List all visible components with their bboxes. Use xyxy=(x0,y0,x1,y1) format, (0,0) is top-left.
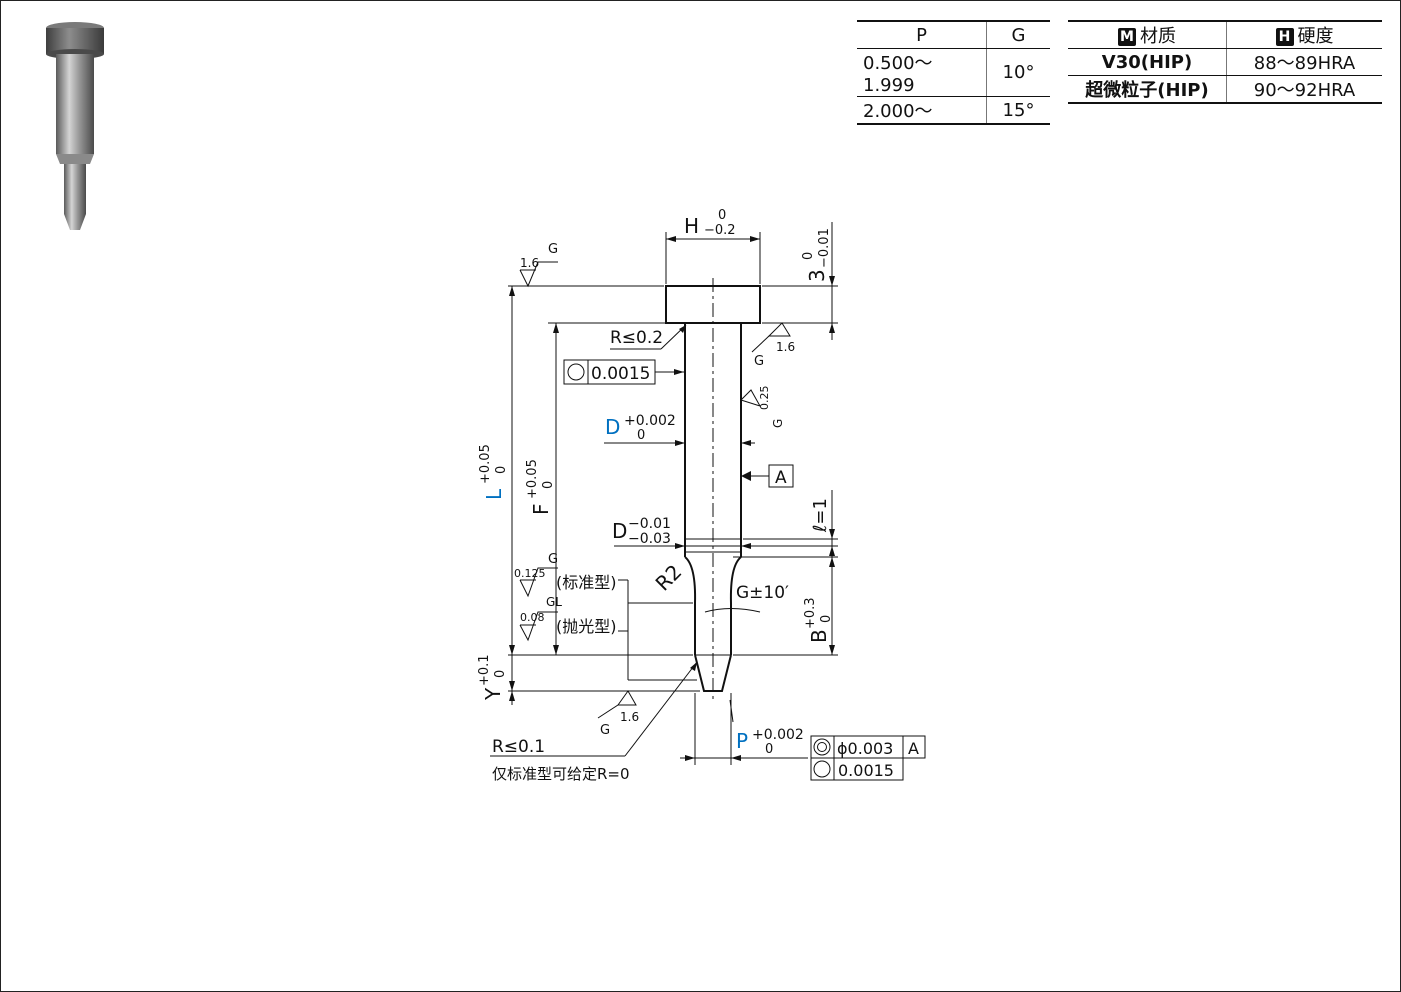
table-row: 0.500～1.999 10° xyxy=(857,48,1050,97)
tip-radius-label: R≤0.1 xyxy=(492,737,545,757)
dim-l-up: +0.05 xyxy=(478,444,493,484)
table-row: 2.000～ 15° xyxy=(857,96,1050,125)
dim-h-low: −0.2 xyxy=(704,223,736,238)
concentricity-datum: A xyxy=(908,739,919,758)
table-row: V30(HIP) 88～89HRA xyxy=(1068,48,1382,76)
finish-top: 1.6 xyxy=(520,256,539,270)
pg-header-g: G xyxy=(986,20,1050,49)
dim-b-low: 0 xyxy=(819,615,834,623)
radius-head-label: R≤0.2 xyxy=(610,328,663,348)
hardness-cell: 90～92HRA xyxy=(1226,75,1382,104)
hardness-header-label: 硬度 xyxy=(1297,26,1334,47)
material-cell: V30(HIP) xyxy=(1068,48,1227,76)
dim-d2: D xyxy=(612,519,627,543)
product-photo xyxy=(46,22,104,230)
finish-shank-g: G xyxy=(771,419,785,428)
dim-y-up: +0.1 xyxy=(477,654,492,686)
angle-g-label: G±10′ xyxy=(736,583,789,603)
r2-label: R2 xyxy=(651,560,687,596)
finish-standard: 0.125 xyxy=(514,567,546,580)
dim-y-low: 0 xyxy=(493,670,508,678)
finish-under-head-g: G xyxy=(754,354,764,369)
standard-type-label: (标准型) xyxy=(556,573,617,592)
material-cell: 超微粒子(HIP) xyxy=(1068,75,1227,104)
finish-under-head: 1.6 xyxy=(776,340,795,354)
pg-cell: 0.500～1.999 xyxy=(857,48,987,97)
dim-p-up: +0.002 xyxy=(752,727,804,743)
dim-b: B xyxy=(807,629,831,643)
dim-d: D xyxy=(605,415,620,439)
pg-cell: 10° xyxy=(986,48,1050,97)
hardness-tag-icon: H xyxy=(1275,28,1294,46)
dim-d2-low: −0.03 xyxy=(628,531,671,547)
dim-f-up: +0.05 xyxy=(525,459,540,499)
finish-top-g: G xyxy=(548,242,558,257)
finish-polished: 0.08 xyxy=(520,611,545,624)
dim-3: 3 xyxy=(805,269,829,282)
dim-d-low: 0 xyxy=(637,428,645,443)
dim-f-low: 0 xyxy=(541,481,556,489)
roundness-value: 0.0015 xyxy=(591,364,650,384)
dim-d2-up: −0.01 xyxy=(628,516,671,532)
dim-d-up: +0.002 xyxy=(624,413,676,429)
material-tag-icon: M xyxy=(1118,28,1136,46)
dim-f: F xyxy=(529,503,553,515)
finish-shank: 0.25 xyxy=(758,386,771,411)
polished-type-label: (抛光型) xyxy=(556,617,617,636)
roundness-p-value: 0.0015 xyxy=(838,761,894,780)
dim-l-low: 0 xyxy=(494,466,509,474)
finish-polished-gl: GL xyxy=(546,595,562,609)
material-header-label: 材质 xyxy=(1140,26,1176,47)
dim-h-up: 0 xyxy=(718,208,726,223)
dim-l: L xyxy=(482,488,506,500)
dim-b-up: +0.3 xyxy=(803,597,818,629)
dim-3-up: 0 xyxy=(801,252,816,260)
dim-h: H xyxy=(684,214,699,238)
tip-note: 仅标准型可给定R=0 xyxy=(492,765,630,783)
dim-p-low: 0 xyxy=(765,742,773,757)
dim-p: P xyxy=(736,729,748,753)
dim-3-low: −0.01 xyxy=(817,228,832,268)
table-row: 超微粒子(HIP) 90～92HRA xyxy=(1068,75,1382,104)
pg-table: P G 0.500～1.999 10° 2.000～ 15° xyxy=(857,20,1050,125)
ell-label: ℓ=1 xyxy=(810,498,831,533)
datum-a: A xyxy=(775,468,787,488)
concentricity-value: ϕ0.003 xyxy=(837,739,893,758)
pg-cell: 15° xyxy=(986,96,1050,125)
pg-header-p: P xyxy=(857,20,987,49)
hardness-cell: 88～89HRA xyxy=(1226,48,1382,76)
pg-table-header: P G xyxy=(857,20,1050,49)
finish-tip-g: G xyxy=(600,723,610,738)
finish-standard-g: G xyxy=(548,552,558,567)
pg-cell: 2.000～ xyxy=(857,96,987,125)
dim-y: Y xyxy=(481,687,505,701)
finish-tip: 1.6 xyxy=(620,710,639,724)
